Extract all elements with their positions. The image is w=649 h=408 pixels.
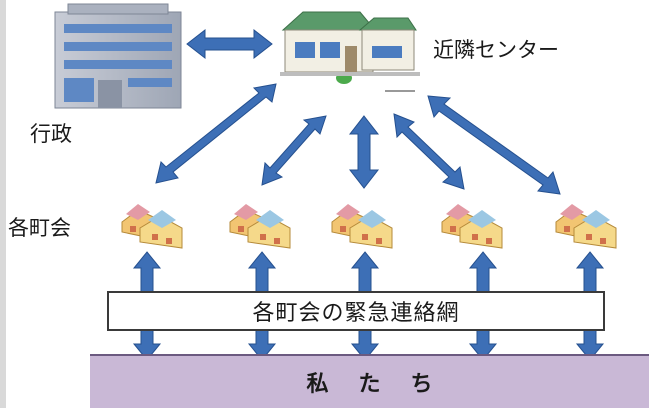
arrow-center-house1 bbox=[155, 83, 277, 184]
residents-bar: 私たち bbox=[90, 354, 649, 408]
houses-icon bbox=[331, 204, 393, 249]
arrow-center-house2 bbox=[261, 115, 327, 186]
houses-icon bbox=[441, 204, 503, 249]
arrow-center-house4 bbox=[393, 113, 465, 190]
label-admin: 行政 bbox=[30, 122, 72, 146]
admin-building-icon bbox=[54, 3, 182, 109]
label-town-associations: 各町会 bbox=[8, 216, 71, 240]
emergency-network-label: 各町会の緊急連絡網 bbox=[252, 301, 460, 326]
page-edge bbox=[0, 0, 6, 408]
arrow-admin-center bbox=[186, 28, 273, 60]
town-houses-layer bbox=[121, 204, 617, 249]
houses-icon bbox=[229, 204, 291, 249]
houses-icon bbox=[555, 204, 617, 249]
houses-icon bbox=[121, 204, 183, 249]
emergency-network-box: 各町会の緊急連絡網 bbox=[107, 291, 605, 331]
arrows-layer bbox=[132, 28, 605, 361]
community-center-icon bbox=[280, 11, 420, 92]
arrow-center-house5 bbox=[427, 95, 561, 195]
residents-label: 私たち bbox=[306, 372, 463, 397]
label-community-center: 近隣センター bbox=[433, 38, 559, 62]
arrow-center-house3 bbox=[348, 115, 380, 189]
